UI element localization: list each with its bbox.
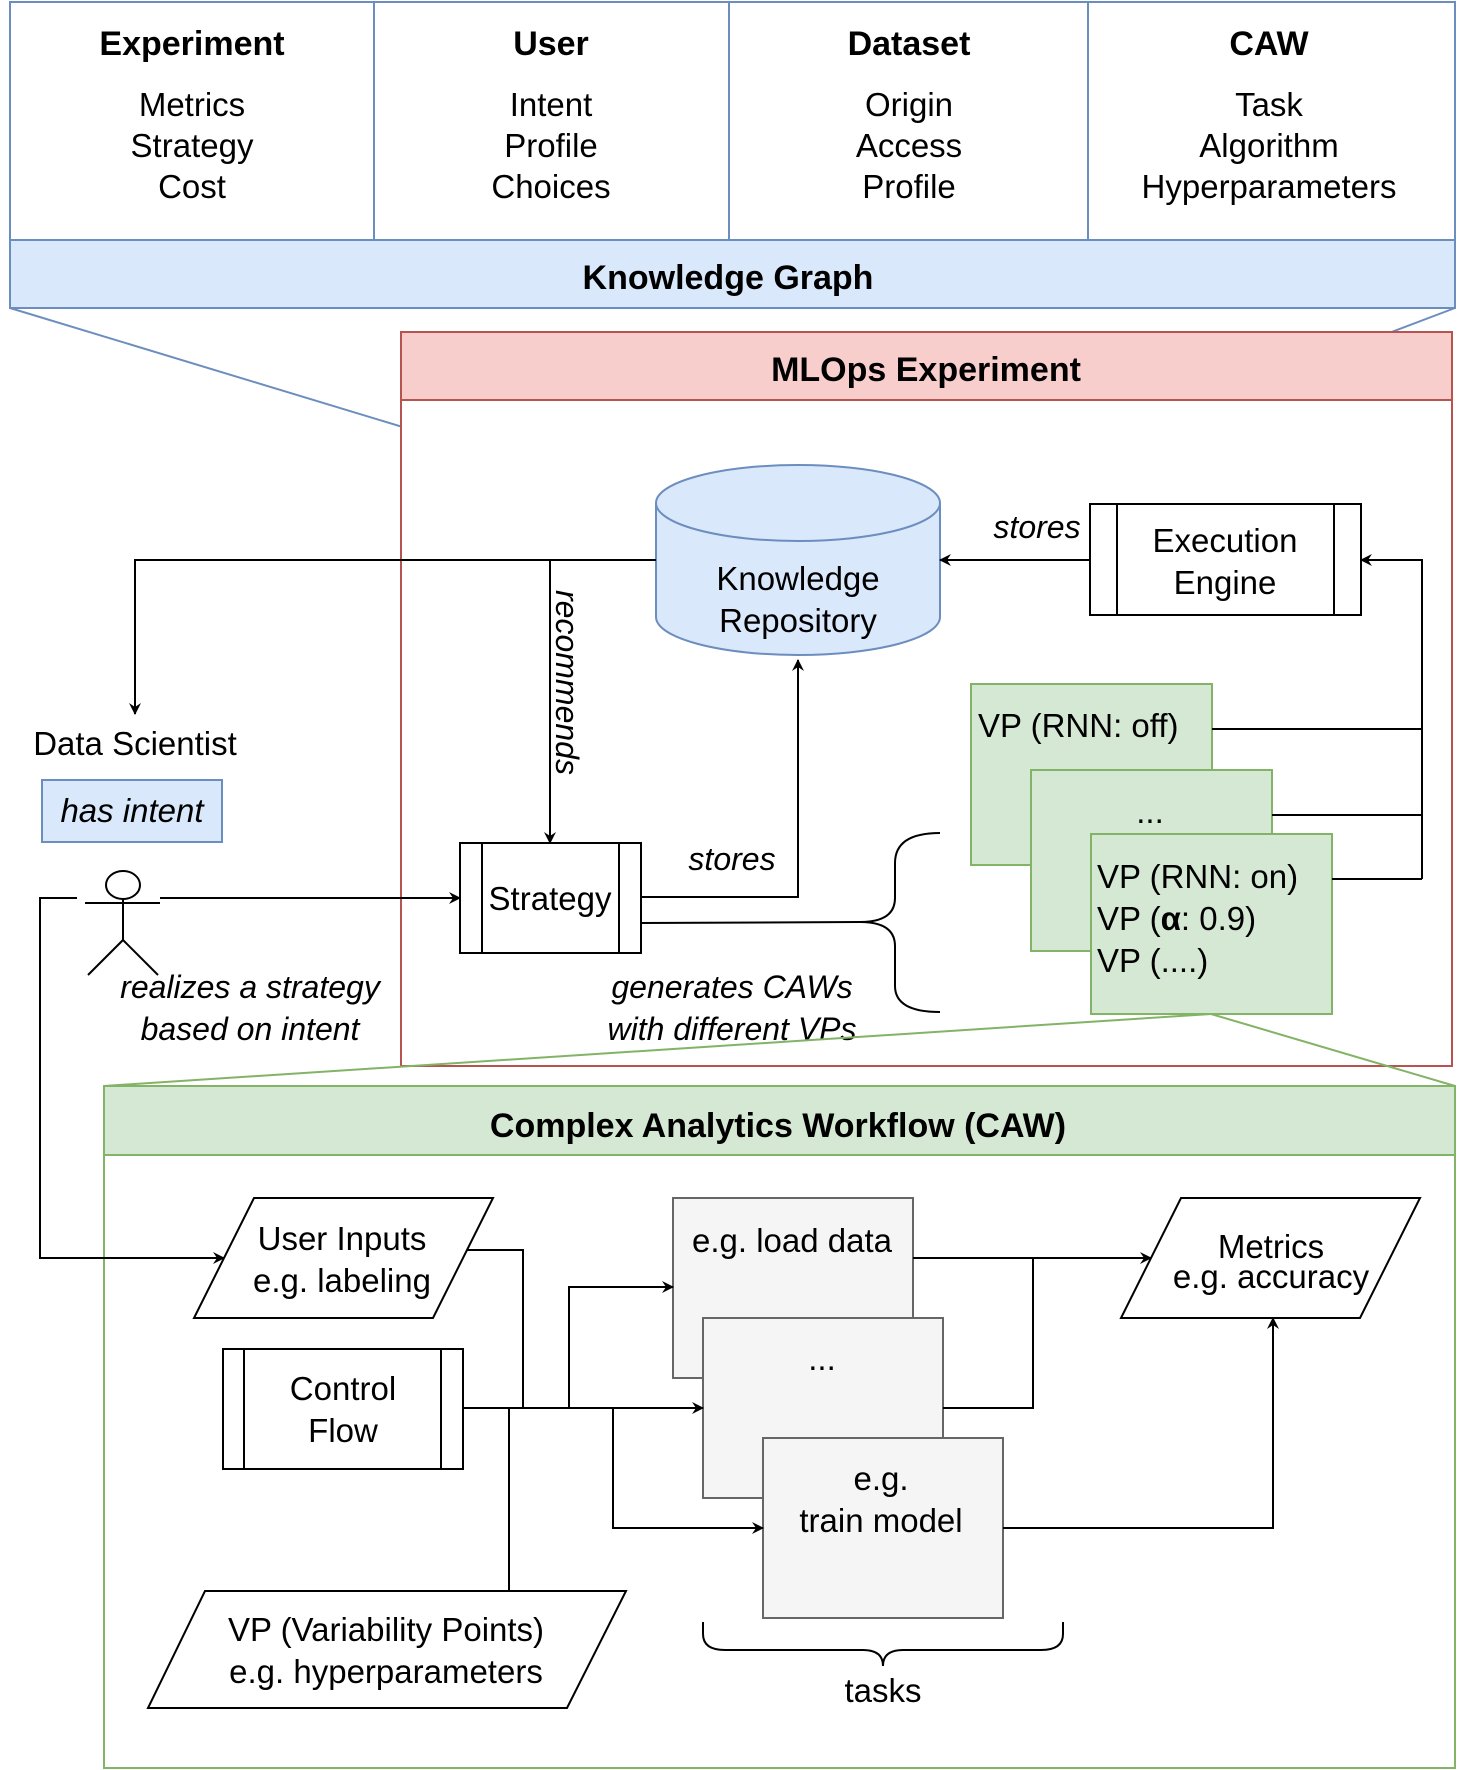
- vp-card-label: VP (α: 0.9): [1097, 900, 1256, 937]
- repository-label: Repository: [719, 602, 877, 639]
- vp-to-engine-connector: [1212, 554, 1423, 880]
- kg-item: Origin: [865, 86, 953, 123]
- vp-brace: [859, 832, 941, 1013]
- caw-title: Complex Analytics Workflow (CAW): [490, 1107, 1066, 1145]
- realizes-label: realizes a strategy: [120, 969, 382, 1005]
- variability-points-label: e.g. hyperparameters: [229, 1653, 543, 1690]
- vp-card-label: VP (RNN: off): [978, 707, 1179, 744]
- repo-to-scientist-arrow: [129, 559, 656, 715]
- generates-label: with different VPs: [608, 1011, 857, 1047]
- engine-label: Execution: [1153, 522, 1298, 559]
- kg-item: Intent: [510, 86, 593, 123]
- mlops-title-bar: [400, 331, 1453, 401]
- user-inputs-label: User Inputs: [258, 1220, 427, 1257]
- knowledge-graph-label: Knowledge Graph: [583, 259, 874, 297]
- mlops-title: MLOps Experiment: [771, 351, 1081, 389]
- vp-stack: VP (RNN: off) ... VP (RNN: on) VP (α: 0.…: [970, 683, 1333, 1015]
- kg-item: Metrics: [139, 86, 245, 123]
- intent-badge: [41, 779, 223, 843]
- kg-column-user: User Intent Profile Choices: [491, 25, 610, 205]
- control-flow-label: Control: [290, 1370, 396, 1407]
- variability-points: VP (Variability Points) e.g. hyperparame…: [146, 1590, 628, 1709]
- stores-label-top: stores: [993, 509, 1080, 545]
- kg-column-title: Dataset: [848, 25, 971, 63]
- task-label: e.g. load data: [692, 1222, 893, 1259]
- variability-points-label: VP (Variability Points): [228, 1611, 544, 1648]
- task-label: train model: [799, 1502, 962, 1539]
- vp-card-label: VP (....): [1097, 942, 1208, 979]
- kg-item: Cost: [158, 168, 226, 205]
- zoom-line-caw-right: [1210, 1013, 1456, 1087]
- task-stack: e.g. load data ... e.g. train model: [672, 1197, 1004, 1619]
- user-inputs: User Inputs e.g. labeling: [192, 1197, 495, 1319]
- tasks-label: tasks: [844, 1672, 921, 1709]
- user-inputs-label: e.g. labeling: [253, 1262, 431, 1299]
- tasks-brace: [702, 1622, 1064, 1667]
- kg-item: Hyperparameters: [1142, 168, 1397, 205]
- stores-label-mid: stores: [688, 841, 775, 877]
- knowledge-graph-bar: [9, 239, 1456, 309]
- generates-line: [640, 921, 861, 924]
- task-label: e.g.: [853, 1460, 908, 1497]
- person-icon: [85, 870, 160, 976]
- kg-column-experiment: Experiment Metrics Strategy Cost: [99, 25, 284, 205]
- kg-column-caw: CAW Task Algorithm Hyperparameters: [1142, 25, 1397, 205]
- repository-label: Knowledge: [716, 560, 879, 597]
- kg-column-title: User: [513, 25, 589, 63]
- kg-item: Algorithm: [1199, 127, 1338, 164]
- vp-card-label: VP (RNN: on): [1097, 858, 1298, 895]
- task-label: ...: [808, 1340, 836, 1377]
- kg-item: Strategy: [131, 127, 254, 164]
- metrics-label: e.g. accuracy: [1173, 1258, 1370, 1295]
- kg-item: Choices: [491, 168, 610, 205]
- generates-label: generates CAWs: [611, 969, 852, 1005]
- recommends-label: recommends: [549, 590, 585, 775]
- realizes-label: based on intent: [141, 1011, 361, 1047]
- metrics: Metrics e.g. accuracy: [1119, 1197, 1422, 1319]
- engine-label: Engine: [1174, 564, 1277, 601]
- metrics-label: Metrics: [1218, 1228, 1324, 1265]
- data-scientist-label: Data Scientist: [33, 725, 237, 762]
- zoom-line-caw-left: [103, 1013, 1212, 1087]
- knowledge-graph: Knowledge Graph Experiment Metrics Strat…: [9, 1, 1456, 309]
- strategy-label: Strategy: [489, 880, 612, 917]
- task-card: [762, 1437, 1004, 1619]
- strategy-process: Strategy: [459, 842, 642, 954]
- strategy-stores-arrow: [641, 659, 804, 898]
- kg-item: Task: [1235, 86, 1303, 123]
- knowledge-repository: Knowledge Repository: [655, 464, 941, 656]
- kg-item: Access: [856, 127, 962, 164]
- execution-engine: Execution Engine: [1089, 503, 1362, 616]
- kg-column-title: CAW: [1229, 25, 1309, 63]
- vp-card-label: ...: [1136, 793, 1164, 830]
- scientist-to-inputs-arrow: [39, 897, 225, 1264]
- kg-column-title: Experiment: [99, 25, 284, 63]
- control-flow: Control Flow: [222, 1348, 464, 1470]
- kg-column-dataset: Dataset Origin Access Profile: [848, 25, 971, 205]
- caw-title-bar: [103, 1085, 1456, 1156]
- kg-item: Profile: [504, 127, 598, 164]
- control-flow-label: Flow: [308, 1412, 378, 1449]
- kg-item: Profile: [862, 168, 956, 205]
- vp-card: [1090, 833, 1333, 1015]
- intent-label: has intent: [60, 792, 205, 829]
- caw-connectors: [463, 1249, 1279, 1591]
- data-scientist: Data Scientist has intent realizes a str…: [33, 725, 382, 1047]
